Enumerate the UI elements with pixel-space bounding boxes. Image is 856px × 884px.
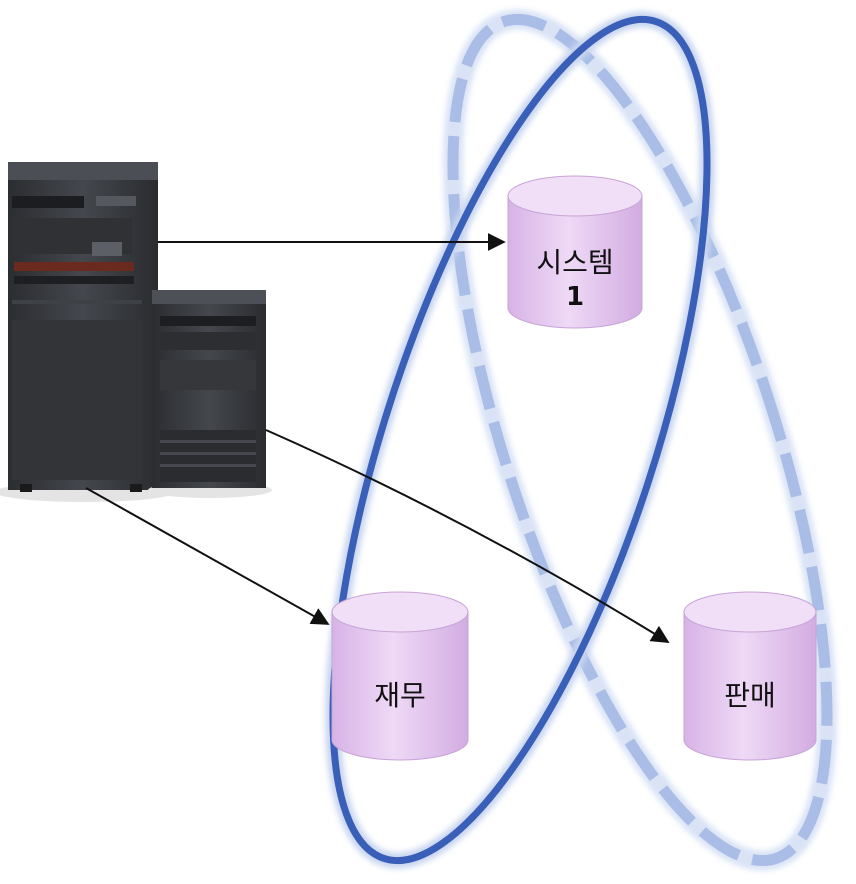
disk-system: 시스템 1 [507,175,643,329]
disk-finance-label: 재무 [374,679,426,712]
arrow-to-sales [265,429,670,643]
arrow-to-finance [85,487,330,625]
solid-ring [324,11,716,869]
disk-sales-label: 판매 [724,679,776,712]
disk-finance: 재무 [331,591,469,761]
disk-system-label-line2: 1 [566,282,584,312]
disk-sales: 판매 [683,591,817,761]
dashed-ring [442,9,838,871]
server-tower-small [148,290,272,498]
disk-system-label-line1: 시스템 [536,246,613,279]
arrows [85,233,670,643]
server-tower-large [0,162,175,502]
